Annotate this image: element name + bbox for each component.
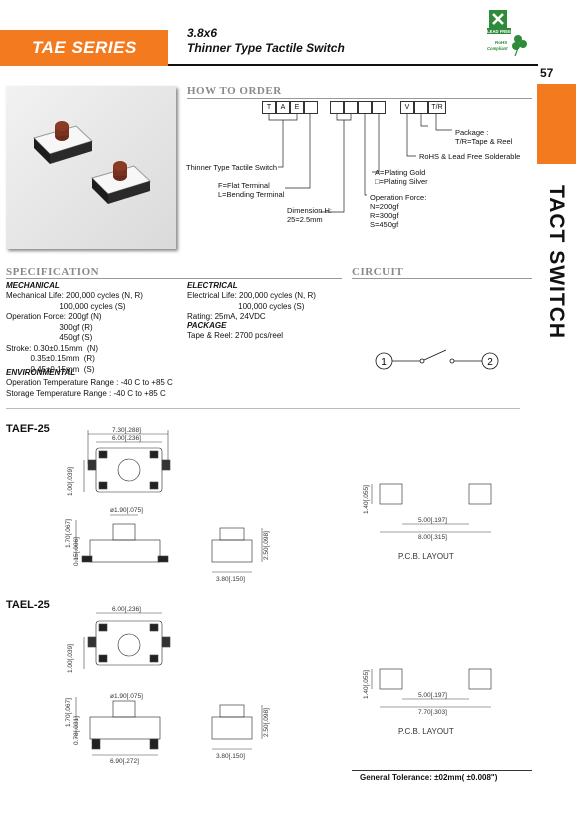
- circuit-rule: [352, 278, 532, 279]
- compliant-label: Compliant: [487, 46, 508, 51]
- specification-rule: [6, 278, 342, 279]
- tael-25-drawing: 6.00[.236] 1.00[.039] 1.70[.067] 0.78[.0…: [65, 606, 492, 765]
- order-box-3: E: [290, 101, 304, 114]
- tael-dim-actuator: ø1.90[.075]: [110, 693, 143, 700]
- taef-dim-pad-span: 8.00[.315]: [418, 534, 447, 541]
- order-box-7: [358, 101, 372, 114]
- tael-dim-depth: 3.80[.150]: [216, 753, 245, 760]
- circuit-pin-2: 2: [487, 357, 493, 368]
- taef-dim-body-width: 6.00[.236]: [112, 435, 141, 442]
- how-to-order-title: HOW TO ORDER: [187, 85, 282, 97]
- order-plating-label: A=Plating Gold □=Plating Silver: [375, 168, 428, 186]
- environmental-title: ENVIRONMENTAL: [6, 368, 76, 377]
- tael-dim-bottom-width: 6.90[.272]: [110, 758, 139, 765]
- circuit-title: CIRCUIT: [352, 266, 404, 278]
- switch-image-1: [33, 121, 93, 164]
- electrical-title: ELECTRICAL: [187, 281, 238, 290]
- order-box-9: V: [400, 101, 414, 114]
- switch-image-2: [91, 161, 151, 204]
- general-tolerance: General Tolerance: ±02mm( ±0.008"): [360, 773, 498, 782]
- mechanical-title: MECHANICAL: [6, 281, 60, 290]
- circuit-diagram: 1 2: [375, 349, 499, 370]
- taef-dim-height-side: 1.70[.067]: [65, 519, 72, 548]
- taef-dim-height-top: 1.00[.039]: [67, 467, 74, 496]
- order-terminal-label: F=Flat Terminal L=Bending Terminal: [218, 181, 285, 199]
- tael-dim-height-top: 1.00[.039]: [67, 644, 74, 673]
- header-rule: [168, 64, 538, 66]
- order-box-1: T: [262, 101, 276, 114]
- taef-25-drawing: 7.30[.288] 6.00[.236] 1.00[.039] 1.70[.0…: [65, 427, 492, 583]
- tael-dim-height-side: 1.70[.067]: [65, 698, 72, 727]
- tael-dim-pad-h: 1.40[.055]: [363, 670, 370, 699]
- order-force-label: Operation Force: N=200gf R=300gf S=450gf: [370, 193, 427, 229]
- order-box-8: [372, 101, 386, 114]
- electrical-specs: Electrical Life: 200,000 cycles (N, R) 1…: [187, 291, 316, 321]
- taef-dim-pad-gap: 5.00[.197]: [418, 517, 447, 524]
- order-box-6: [344, 101, 358, 114]
- tael-dim-body-width: 6.00[.236]: [112, 606, 141, 613]
- section-divider: [6, 408, 520, 409]
- order-box-5: [330, 101, 344, 114]
- order-dimension-label: Dimension H: 25=2.5mm: [287, 206, 333, 224]
- taef-dim-total-width: 7.30[.288]: [112, 427, 141, 434]
- taef-dim-actuator: ø1.90[.075]: [110, 507, 143, 514]
- package-specs: Tape & Reel: 2700 pcs/reel: [187, 331, 284, 340]
- rohs-label: RoHS: [495, 40, 507, 45]
- taef-dim-pad-h: 1.40[.055]: [363, 485, 370, 514]
- tael-dim-pad-gap: 5.00[.197]: [418, 692, 447, 699]
- footer-rule: [352, 770, 532, 771]
- environmental-specs: Operation Temperature Range : -40 C to +…: [6, 378, 173, 398]
- how-to-order-rule: [187, 98, 532, 99]
- order-box-2: A: [276, 101, 290, 114]
- package-title: PACKAGE: [187, 321, 227, 330]
- tael-pcb-layout-label: P.C.B. LAYOUT: [398, 727, 454, 736]
- specification-title: SPECIFICATION: [6, 266, 100, 278]
- mechanical-specs: Mechanical Life: 200,000 cycles (N, R) 1…: [6, 291, 143, 374]
- side-accent-bar: [537, 84, 576, 164]
- order-box-4: [304, 101, 318, 114]
- rohs-lead-free-badge: LEAD FREE RoHS Compliant: [485, 8, 529, 60]
- tael-dim-terminal: 0.78[.031]: [73, 716, 80, 745]
- page-number: 57: [540, 66, 554, 80]
- series-title: TAE SERIES: [32, 38, 137, 57]
- taef-pcb-layout-label: P.C.B. LAYOUT: [398, 552, 454, 561]
- lead-free-label: LEAD FREE: [487, 29, 511, 34]
- order-box-10: [414, 101, 428, 114]
- order-leader-lines: [268, 114, 452, 213]
- taef-dim-depth: 3.80[.150]: [216, 576, 245, 583]
- order-rohs-label: RoHS & Lead Free Solderable: [419, 152, 521, 161]
- order-type-label: Thinner Type Tactile Switch: [186, 163, 278, 172]
- part-tael-25-title: TAEL-25: [6, 599, 50, 611]
- product-name: Thinner Type Tactile Switch: [187, 41, 345, 55]
- taef-dim-terminal: 0.15[.006]: [73, 537, 80, 566]
- order-box-11: T/R: [428, 101, 446, 114]
- tael-dim-height-end: 2.50[.098]: [263, 708, 270, 737]
- tael-dim-pad-span: 7.70[.303]: [418, 709, 447, 716]
- order-package-label: Package : T/R=Tape & Reel: [455, 128, 513, 146]
- circuit-pin-1: 1: [381, 357, 387, 368]
- product-photo: [6, 86, 176, 249]
- part-taef-25-title: TAEF-25: [6, 423, 50, 435]
- series-banner: [0, 30, 168, 66]
- taef-dim-height-end: 2.50[.098]: [263, 531, 270, 560]
- product-size: 3.8x6: [187, 26, 218, 40]
